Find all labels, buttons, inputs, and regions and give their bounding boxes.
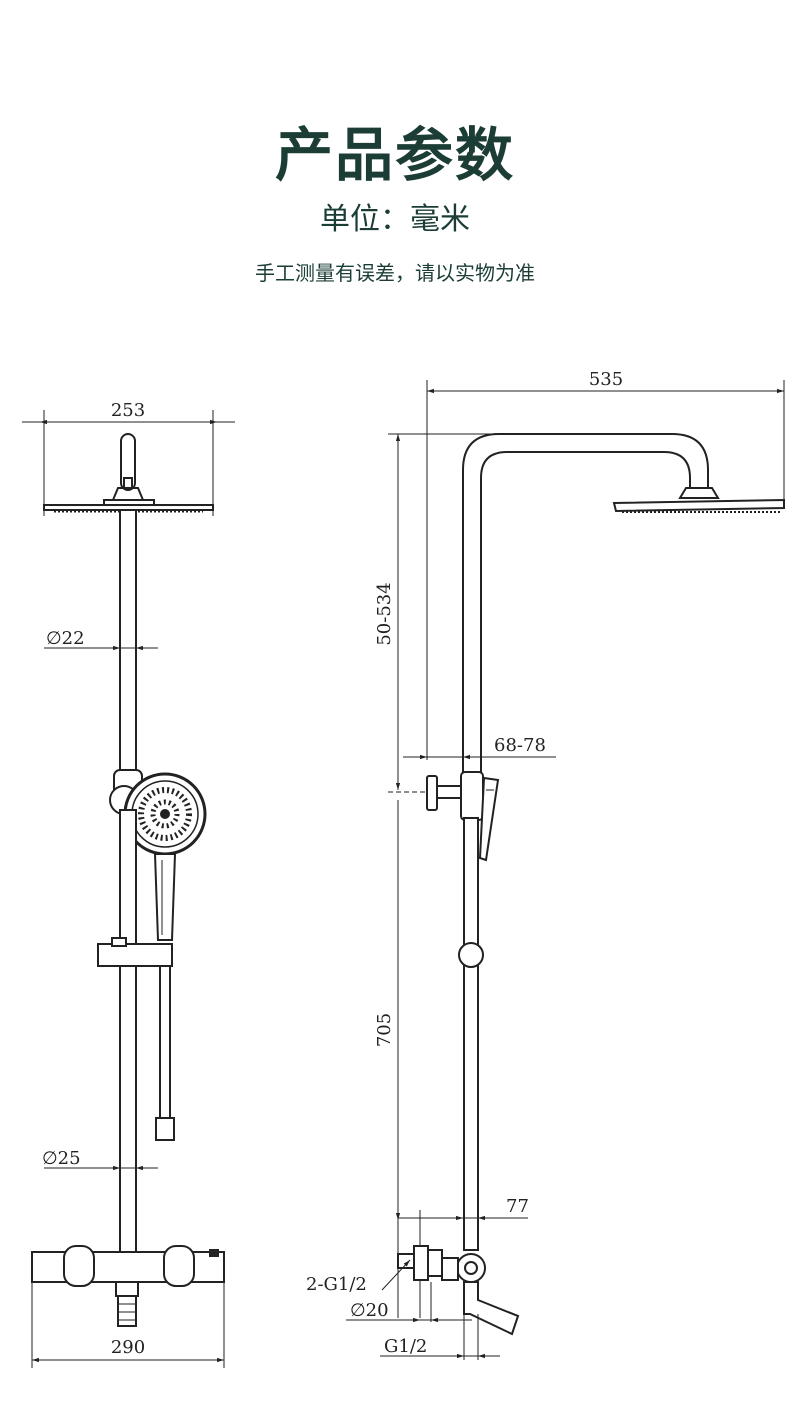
- rain-shower-head-side: [612, 498, 785, 513]
- page-title: 产品参数: [274, 121, 515, 189]
- rain-shower-head: [43, 504, 214, 511]
- wall-offset-label: 68-78: [494, 735, 546, 756]
- spout-side: [463, 1281, 520, 1336]
- inlet-dia-label: ∅20: [350, 1300, 389, 1321]
- valve-knob-right: [163, 1245, 195, 1287]
- lower-pipe-dia-label: ∅25: [42, 1148, 81, 1169]
- wall-bracket: [426, 775, 438, 811]
- spout: [115, 1281, 139, 1297]
- slide-knob: [458, 942, 484, 968]
- upper-pipe-dia-label: ∅22: [46, 628, 85, 649]
- shower-arm-top: [120, 433, 136, 491]
- bar-height-label: 705: [374, 1013, 395, 1047]
- valve-body: [31, 1251, 225, 1283]
- upper-pipe: [119, 509, 137, 779]
- side-view: [346, 380, 785, 1360]
- overhead-arm: [462, 433, 709, 818]
- hand-shower-side: [478, 776, 500, 862]
- arm-reach-label: 535: [589, 369, 623, 390]
- front-view: [22, 410, 235, 1368]
- unit-label: 单位：毫米: [320, 202, 470, 237]
- hand-shower-handle: [153, 853, 177, 941]
- measurement-note: 手工测量有误差，请以实物为准: [255, 261, 535, 285]
- lower-pipe: [119, 965, 137, 1253]
- height-range-label: 50-534: [374, 582, 395, 645]
- outlet-offset-label: 77: [506, 1196, 529, 1217]
- riser-pipe: [463, 817, 479, 1251]
- slide-bracket: [97, 943, 173, 967]
- inlet-thread-label: 2-G1/2: [306, 1274, 367, 1295]
- valve-width-label: 290: [111, 1337, 145, 1358]
- head-width-label: 253: [111, 400, 145, 421]
- valve-knob-left: [63, 1245, 95, 1287]
- outlet-thread-label: G1/2: [384, 1336, 427, 1357]
- inlet-connector: [413, 1245, 429, 1281]
